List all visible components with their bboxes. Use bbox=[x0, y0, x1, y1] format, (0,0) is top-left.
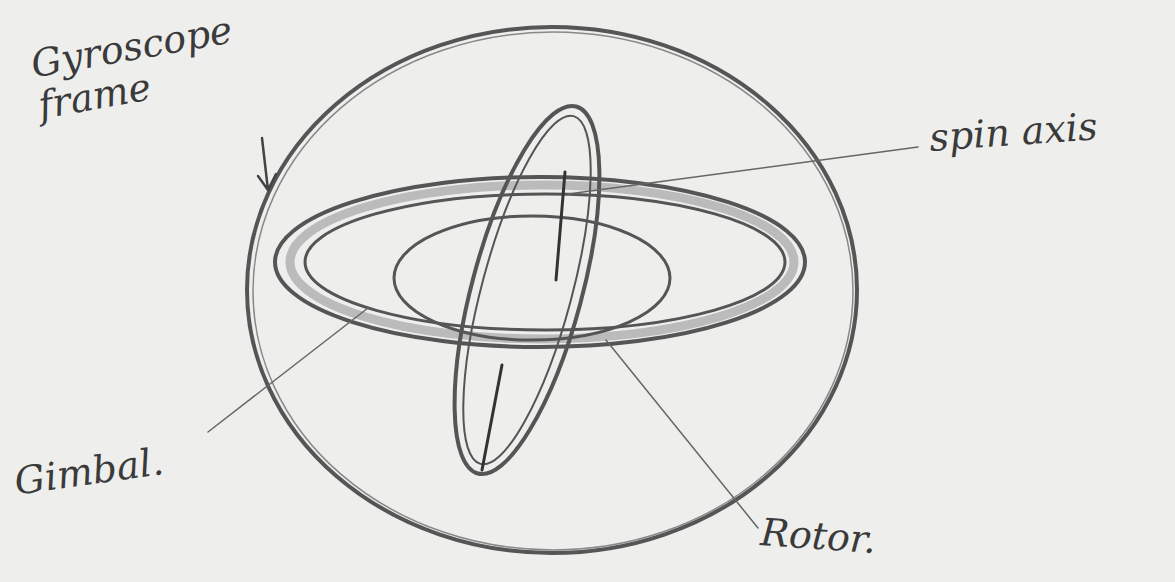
part-label: Rotor. bbox=[759, 512, 961, 568]
gyroscope-frame bbox=[247, 27, 857, 553]
gimbal-outer bbox=[275, 177, 805, 347]
gimbal-inner bbox=[305, 194, 785, 330]
part-label: spin axis bbox=[928, 102, 1160, 160]
rotor bbox=[394, 216, 670, 340]
rotor-ring bbox=[425, 92, 630, 488]
leader-line bbox=[568, 147, 918, 194]
leader-line bbox=[606, 340, 758, 528]
frame-label: Gyroscope frame bbox=[28, 5, 269, 127]
spin-axis bbox=[482, 365, 502, 470]
part-label: Gimbal. bbox=[12, 434, 216, 503]
leader-line bbox=[208, 308, 368, 432]
spin-axis bbox=[556, 172, 565, 280]
frame-arrow bbox=[258, 138, 276, 190]
rotor-ring-inner bbox=[437, 104, 617, 475]
frame-inner-edge bbox=[253, 32, 853, 550]
gimbal-shading bbox=[290, 185, 794, 339]
